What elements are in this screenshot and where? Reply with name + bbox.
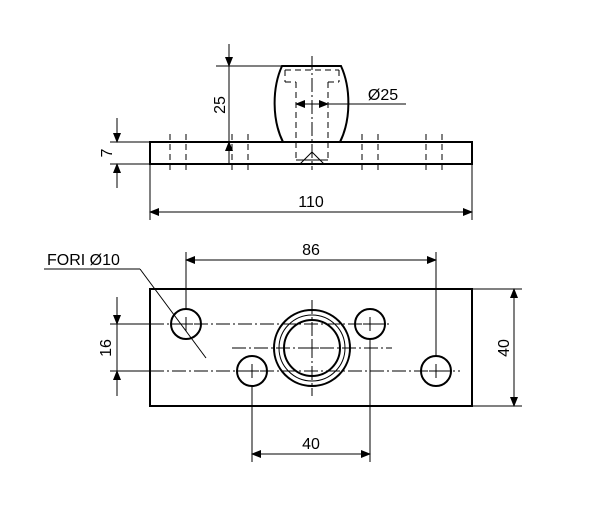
side-view: 25 Ø25 7 110 [99, 44, 473, 220]
dim-text-hole-offset: 16 [98, 339, 115, 357]
dim-text-diameter: Ø25 [368, 87, 398, 104]
base-plate-outline [149, 141, 473, 165]
dim-text-plate-thickness: 7 [99, 148, 116, 157]
plate-hidden-holes [169, 134, 443, 172]
plan-plate-outline [149, 288, 473, 407]
plan-view: FORI Ø10 86 16 40 40 [44, 242, 522, 462]
dim-text-width: 40 [496, 339, 513, 357]
boss-hidden-bore [284, 69, 340, 160]
dim-text-bottom-spacing: 40 [302, 436, 320, 453]
holes-label: FORI Ø10 [47, 252, 120, 269]
boss-top-view [273, 309, 351, 387]
dim-text-boss-height: 25 [212, 96, 229, 114]
dim-text-total-length: 110 [298, 194, 324, 211]
dim-text-top-spacing: 86 [302, 242, 320, 259]
